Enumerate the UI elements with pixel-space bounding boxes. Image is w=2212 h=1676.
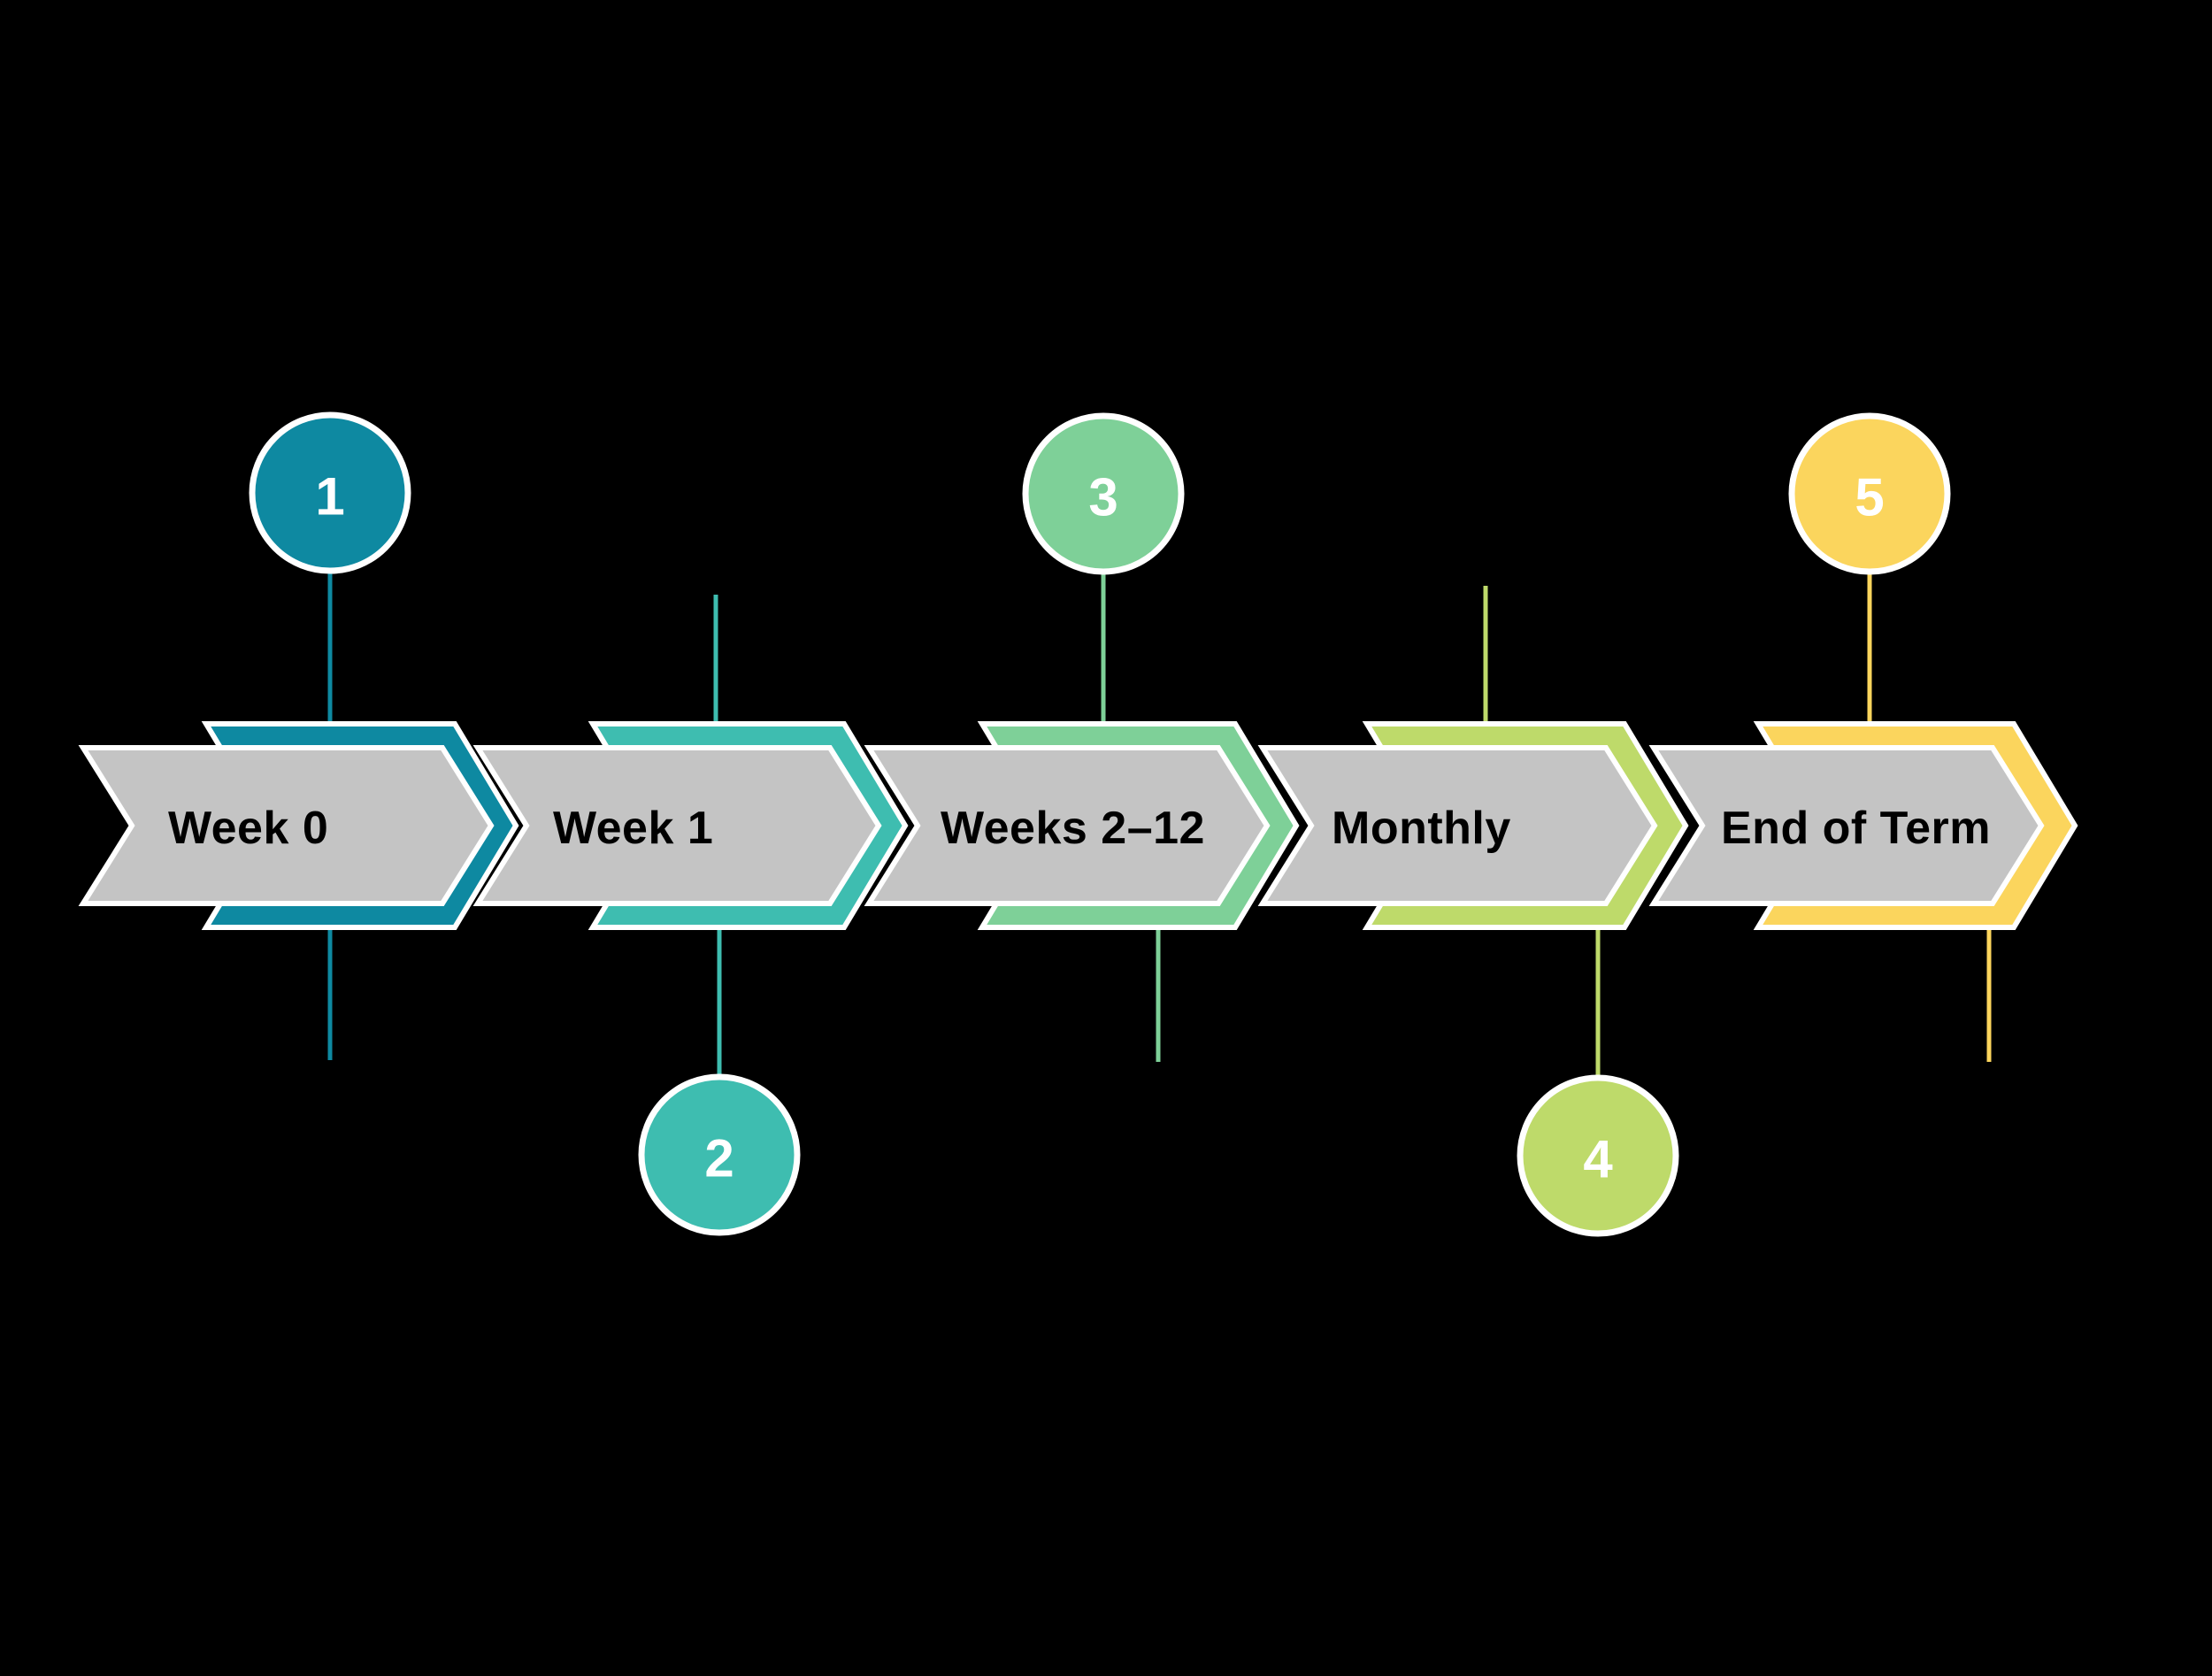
step-5-circle-number: 5	[1855, 468, 1884, 527]
step-2-circle-marker	[638, 1073, 801, 1236]
step-3-circle-number: 3	[1088, 468, 1118, 527]
step-2-label: Week 1	[553, 803, 713, 854]
timeline-step-2: Week 1 2	[472, 595, 909, 1236]
step-3-label: Weeks 2–12	[941, 803, 1205, 854]
timeline-step-5: End of Term 5	[1648, 412, 2078, 1062]
step-2-arrow	[472, 745, 882, 906]
step-4-label: Monthly	[1332, 803, 1511, 854]
step-1-arrow	[78, 745, 495, 906]
step-3-arrow	[864, 745, 1271, 906]
step-5-arrow	[1648, 745, 2045, 906]
timeline-step-4: Monthly 4	[1257, 586, 1689, 1237]
step-1-label: Week 0	[168, 803, 328, 854]
timeline-step-1: Week 0 1	[78, 411, 519, 1060]
timeline-step-3: Weeks 2–12 3	[864, 412, 1300, 1062]
step-2-circle-number: 2	[704, 1129, 733, 1188]
step-3-circle-marker	[1022, 412, 1185, 575]
step-4-arrow	[1257, 745, 1658, 906]
step-1-circle-number: 1	[315, 467, 344, 527]
step-5-label: End of Term	[1721, 803, 1991, 854]
step-4-circle-number: 4	[1583, 1130, 1613, 1189]
step-5-circle-marker	[1788, 412, 1951, 575]
step-4-circle-marker	[1517, 1074, 1679, 1237]
step-1-circle-marker	[249, 411, 411, 574]
